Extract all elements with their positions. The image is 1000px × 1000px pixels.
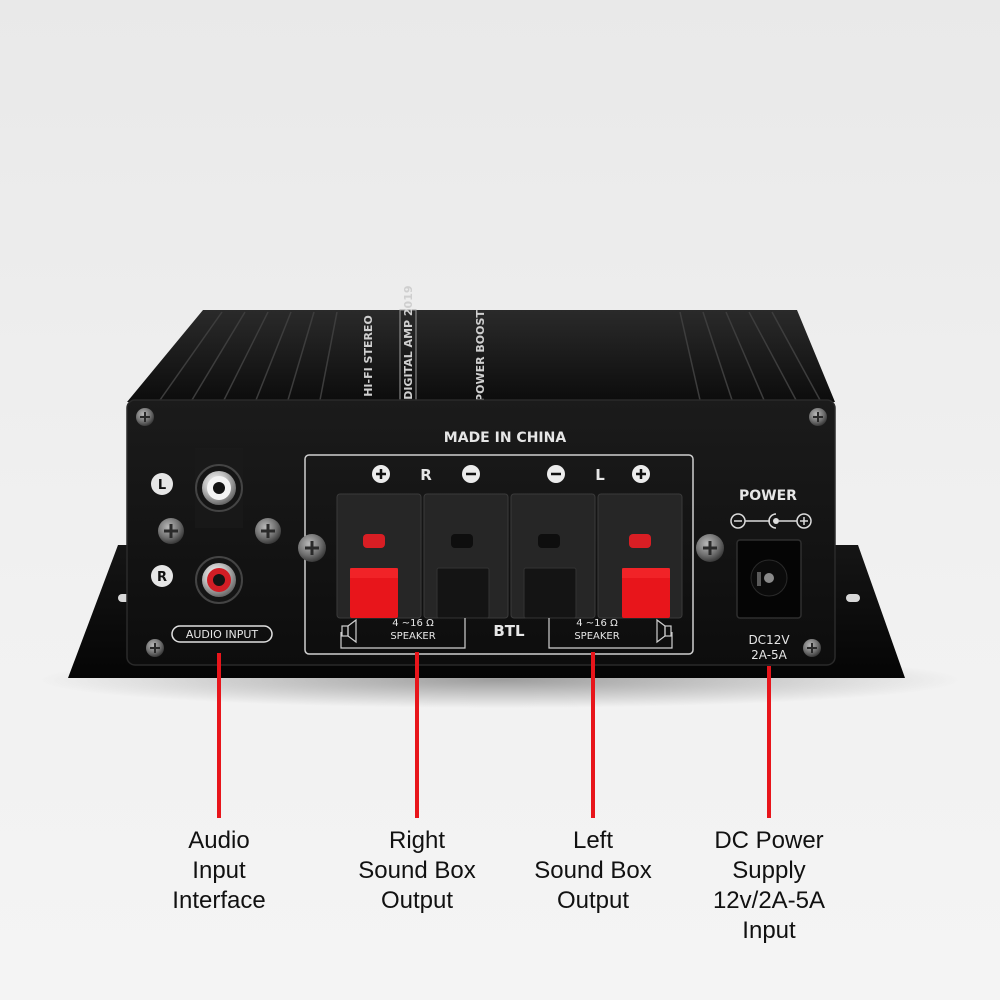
speaker-label-left: 4 ~16 Ω SPEAKER (548, 618, 673, 649)
speaker-icon (656, 618, 672, 644)
power-label: POWER (739, 488, 797, 504)
speaker-terminal-left-positive[interactable] (597, 493, 683, 619)
power-section: POWER DC12V 2A-5A (730, 488, 812, 662)
screw-top-right (809, 408, 827, 426)
top-label-power: POWER BOOST (474, 310, 487, 402)
speaker-right-label: SPEAKER (390, 631, 435, 642)
plus-icon (372, 465, 390, 483)
dc-power-jack[interactable] (736, 539, 802, 619)
callout-right-output: Right Sound Box Output (358, 827, 476, 914)
minus-icon (547, 465, 565, 483)
audio-input-label: AUDIO INPUT (186, 628, 259, 641)
callout-left-output: Left Sound Box Output (534, 827, 652, 914)
callout-audio-input: Audio Input Interface (172, 827, 266, 914)
flange-slot-right (846, 594, 860, 602)
left-jack-badge (151, 473, 173, 495)
impedance-left: 4 ~16 Ω (576, 618, 618, 629)
audio-input-section: L R AUDIO INPUT (151, 448, 281, 643)
speaker-terminal-left-negative[interactable] (510, 493, 596, 619)
speaker-terminal-right-positive[interactable] (336, 493, 422, 619)
channel-right-label: R (420, 466, 432, 484)
speaker-icon (341, 618, 357, 644)
terminal-screw-left (298, 534, 326, 562)
screw-top-left (136, 408, 154, 426)
speaker-label-right: 4 ~16 Ω SPEAKER (340, 618, 466, 649)
jack-screw-left (158, 518, 184, 544)
top-power-text: POWER BOOST (474, 310, 487, 402)
top-model-text: BTL DIGITAL AMP 2019 (402, 285, 415, 426)
chassis-top: HI-FI STEREO BTL DIGITAL AMP 2019 POWER … (127, 285, 835, 427)
top-brand-text: HI-FI STEREO (362, 315, 375, 397)
jack-screw-right (255, 518, 281, 544)
plus-icon (632, 465, 650, 483)
channel-left-label: L (595, 466, 605, 484)
rca-jack-right[interactable] (195, 556, 243, 604)
callout-dc-power: DC Power Supply 12v/2A-5A Input (712, 827, 826, 944)
btl-label: BTL (493, 622, 525, 640)
right-jack-letter: R (157, 570, 167, 585)
right-jack-badge (151, 565, 173, 587)
speaker-terminal-right-negative[interactable] (423, 493, 509, 619)
corner-screws (136, 408, 827, 657)
current-rating-label: 2A-5A (751, 648, 788, 662)
minus-icon (462, 465, 480, 483)
dc-rating-label: DC12V (748, 633, 790, 647)
polarity-diagram-icon (730, 513, 812, 529)
callout-lines (217, 652, 771, 818)
heatsink-fins (159, 311, 821, 401)
top-label-brand: HI-FI STEREO (362, 315, 375, 397)
screw-bottom-left (146, 639, 164, 657)
speaker-left-label: SPEAKER (574, 631, 619, 642)
left-jack-letter: L (158, 478, 166, 493)
made-in-label: MADE IN CHINA (444, 430, 567, 446)
speaker-terminal-section: MADE IN CHINA R L (298, 430, 724, 655)
terminal-screw-right (696, 534, 724, 562)
audio-input-label-box (171, 625, 273, 643)
rca-jack-left[interactable] (195, 448, 243, 528)
impedance-right: 4 ~16 Ω (392, 618, 434, 629)
screw-bottom-right (803, 639, 821, 657)
